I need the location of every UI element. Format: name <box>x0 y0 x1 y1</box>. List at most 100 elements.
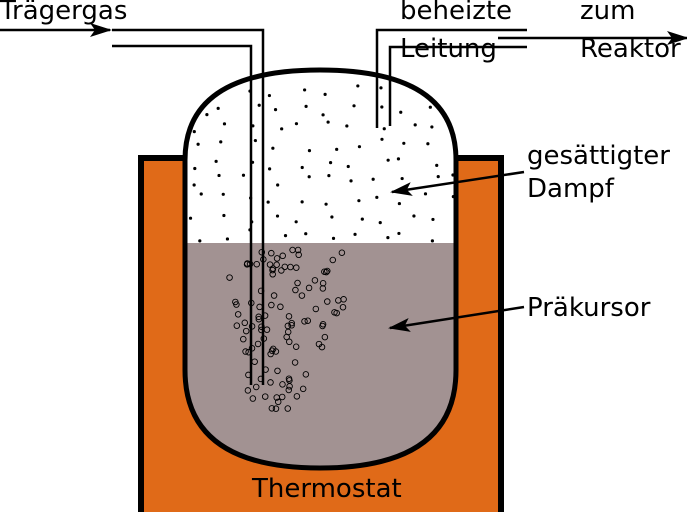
gas-bubble <box>319 322 326 330</box>
gas-bubble <box>241 319 249 327</box>
vapor-dot <box>412 214 416 218</box>
vapor-dot <box>225 237 230 241</box>
vapor-dot <box>379 86 383 90</box>
heated-line-label-2: Leitung <box>400 34 497 64</box>
vapor-dot <box>300 200 304 204</box>
flask-outline <box>182 67 459 471</box>
vapor-dot <box>396 157 401 161</box>
gas-bubble <box>311 277 319 284</box>
vapor-dot <box>400 176 404 181</box>
to-reactor-label-1: zum <box>580 0 635 26</box>
gas-bubble <box>277 303 284 311</box>
vapor-dot <box>327 174 331 178</box>
vapor-dot <box>461 146 464 149</box>
vapor-dot <box>349 179 353 183</box>
vapor-dot <box>192 130 196 134</box>
gas-bubble <box>274 367 281 375</box>
gas-bubble <box>319 279 327 287</box>
vapor-dot <box>451 84 455 88</box>
vapor-dot <box>241 173 246 177</box>
gas-bubble <box>284 328 292 336</box>
vapor-dot <box>267 93 272 98</box>
vapor-dot <box>426 142 430 146</box>
vapor-dot <box>300 165 304 170</box>
vapor-dot <box>196 142 200 146</box>
vapor-dot <box>397 231 401 236</box>
gas-bubble <box>321 268 328 276</box>
vapor-dot <box>360 217 364 221</box>
vapor-dot <box>345 124 349 128</box>
gas-bubble <box>278 393 286 401</box>
gas-bubble <box>285 386 293 394</box>
vapor-dot <box>275 214 280 218</box>
vapor-dot <box>432 89 436 93</box>
vapor-dot <box>331 236 336 240</box>
vapor-dot <box>346 164 350 169</box>
precursor-label: Präkursor <box>527 293 651 323</box>
vapor-dot <box>399 110 403 114</box>
vapor-dot <box>428 105 432 109</box>
vapor-dot <box>356 84 360 88</box>
gas-bubble <box>273 255 281 262</box>
gas-bubble <box>294 279 301 287</box>
gas-bubble <box>292 343 300 351</box>
gas-bubble <box>331 309 338 316</box>
vapor-dot <box>303 88 307 92</box>
gas-bubble <box>270 292 278 299</box>
gas-bubble <box>279 381 286 388</box>
vapor-dot <box>205 113 209 117</box>
gas-bubble <box>301 318 308 325</box>
gas-bubble <box>252 383 260 391</box>
vapor-dot <box>328 161 333 165</box>
gas-bubble <box>286 338 293 346</box>
vapor-dot <box>294 220 298 224</box>
vapor-dot <box>214 159 218 163</box>
gas-bubble <box>298 292 306 299</box>
vapor-dot <box>353 232 357 236</box>
gas-bubble <box>321 333 329 341</box>
inlet-tube <box>112 28 265 385</box>
gas-bubble <box>287 263 294 271</box>
gas-bubble <box>261 393 269 400</box>
gas-bubble <box>267 379 274 386</box>
gas-bubble <box>268 405 276 412</box>
saturated-vapor-label-2: Dampf <box>527 174 615 204</box>
vapor-dot <box>423 192 428 196</box>
gas-bubble <box>302 371 310 378</box>
vapor-dot <box>222 122 227 126</box>
gas-bubble <box>254 340 262 348</box>
gas-bubble <box>285 313 293 320</box>
gas-bubble <box>324 298 331 305</box>
vapor-region <box>185 70 456 243</box>
gas-bubble <box>338 249 346 257</box>
gas-bubble <box>255 313 262 321</box>
gas-bubble <box>288 322 295 329</box>
gas-bubble <box>268 347 276 354</box>
vapor-dot <box>198 239 202 243</box>
gas-bubble <box>242 327 250 335</box>
gas-bubble <box>272 405 280 412</box>
vapor-dot <box>217 173 221 178</box>
gas-bubble <box>258 323 265 330</box>
gas-bubble <box>242 348 249 355</box>
gas-bubble <box>299 385 307 393</box>
vapor-dot <box>266 200 270 204</box>
vapor-dot <box>386 158 390 162</box>
gas-bubble <box>255 315 263 323</box>
vapor-dot <box>276 183 280 187</box>
vapor-dot <box>219 140 223 144</box>
vapor-dot <box>253 138 257 143</box>
vapor-dot <box>283 234 288 238</box>
gas-bubble <box>278 267 285 274</box>
vapor-dot <box>335 147 339 151</box>
vapor-dot <box>371 177 375 181</box>
gas-bubble <box>267 350 274 358</box>
vapor-dot <box>199 192 203 196</box>
vapor-dot <box>431 217 435 222</box>
vapor-dot <box>430 125 434 129</box>
vapor-dot <box>304 104 308 108</box>
vapor-dot <box>382 127 386 131</box>
vapor-dot <box>280 127 284 131</box>
vapor-dot <box>193 166 197 171</box>
